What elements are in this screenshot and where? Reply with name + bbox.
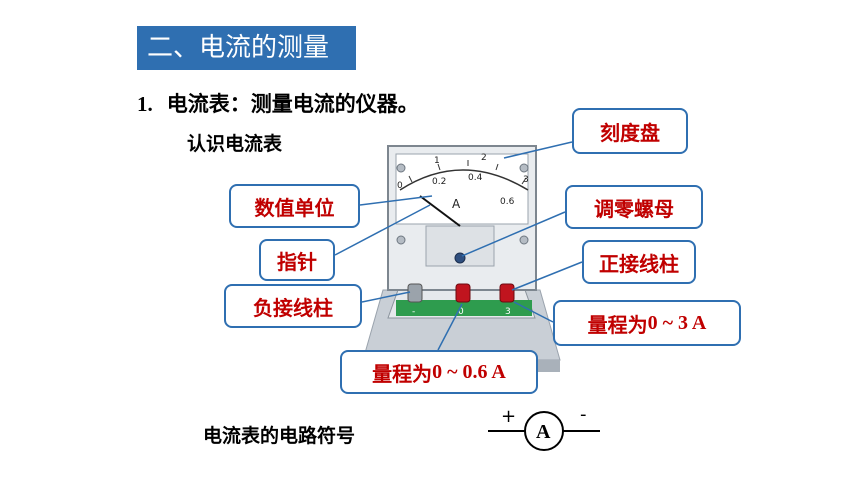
dial-window xyxy=(395,153,529,225)
ammeter-symbol-circle xyxy=(524,411,564,451)
screw-icon xyxy=(396,235,406,245)
subtitle: 认识电流表 xyxy=(187,133,283,155)
terminal-green-plate xyxy=(396,300,532,316)
symbol-caption: 电流表的电路符号 xyxy=(203,425,356,447)
callout-zero-knob: 调零螺母 xyxy=(565,185,703,229)
scale-arc xyxy=(399,169,529,191)
leader-positive xyxy=(511,261,583,291)
leader-range-0.6 xyxy=(437,303,463,351)
terminal-negative xyxy=(407,283,423,303)
screw-icon xyxy=(519,163,529,173)
leader-dial xyxy=(503,141,573,159)
terminal-label-3: 3 xyxy=(505,307,511,317)
callout-negative-post: 负接线柱 xyxy=(224,284,362,328)
unit-symbol: A xyxy=(452,197,461,211)
range-3-value: 0 ~ 3 A xyxy=(647,311,707,334)
range-0.6-value: 0 ~ 0.6 A xyxy=(432,360,506,383)
terminal-3 xyxy=(499,283,515,303)
scale-label-0.4: 0.4 xyxy=(468,173,483,183)
range-0.6-prefix: 量程为 xyxy=(372,361,433,386)
item-number: 1. xyxy=(137,92,153,116)
terminal-label-0: 0 xyxy=(458,307,464,317)
scale-label-0: 0 xyxy=(397,181,403,191)
scale-label-1: 1 xyxy=(434,156,440,166)
item-text: 电流表：测量电流的仪器。 xyxy=(166,92,419,116)
zero-adjust-knob xyxy=(454,252,466,264)
leader-unit xyxy=(359,195,433,206)
item-heading: 1. 电流表：测量电流的仪器。 xyxy=(137,88,419,118)
range-3-prefix: 量程为 xyxy=(587,312,648,337)
callout-dial: 刻度盘 xyxy=(572,108,688,154)
scale-label-2: 2 xyxy=(481,153,487,163)
terminal-label-negative: - xyxy=(412,307,415,317)
scale-label-3: 3 xyxy=(523,175,529,185)
needle xyxy=(419,195,461,227)
screw-icon xyxy=(396,163,406,173)
leader-needle xyxy=(334,204,431,256)
section-title: 二、电流的测量 xyxy=(137,26,356,70)
leader-range-3 xyxy=(513,301,554,323)
symbol-minus: - xyxy=(580,404,587,425)
callout-needle: 指针 xyxy=(259,239,335,281)
callout-positive-post: 正接线柱 xyxy=(582,240,696,284)
terminal-0.6 xyxy=(455,283,471,303)
scale-label-0.6: 0.6 xyxy=(500,197,515,207)
leader-negative xyxy=(361,291,411,303)
ammeter-symbol-letter: A xyxy=(536,421,551,443)
symbol-plus: + xyxy=(501,406,516,427)
screw-icon xyxy=(519,235,529,245)
scale-label-0.2: 0.2 xyxy=(432,177,446,187)
leader-zero-knob xyxy=(461,211,566,257)
callout-unit: 数值单位 xyxy=(229,184,360,228)
